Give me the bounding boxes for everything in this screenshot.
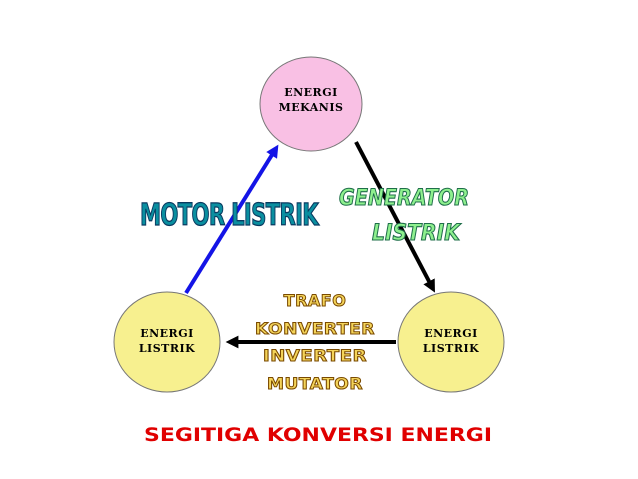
label-konverter: KONVERTER: [255, 319, 375, 338]
node-right-line1: ENERGI: [424, 327, 478, 340]
label-trafo: TRAFO: [284, 291, 347, 310]
node-circle-top: [259, 56, 363, 152]
label-generator-line2: LISTRIK: [372, 221, 462, 246]
node-left-line2: LISTRIK: [139, 342, 195, 355]
node-right-line2: LISTRIK: [423, 342, 479, 355]
node-top-line2: MEKANIS: [279, 101, 344, 114]
label-generator-line1: GENERATOR: [339, 186, 469, 211]
node-top-line1: ENERGI: [284, 86, 338, 99]
label-mutator: MUTATOR: [267, 374, 363, 393]
node-energi-listrik-left: ENERGI LISTRIK: [113, 291, 221, 393]
label-motor-listrik: MOTOR LISTRIK: [140, 198, 320, 233]
arrow-motor: [184, 144, 279, 295]
diagram-title: SEGITIGA KONVERSI ENERGI: [144, 424, 492, 446]
node-circle-right: [397, 291, 505, 393]
node-energi-listrik-right: ENERGI LISTRIK: [397, 291, 505, 393]
node-circle-left: [113, 291, 221, 393]
arrow-generator: [354, 141, 435, 293]
node-energi-mekanis: ENERGI MEKANIS: [259, 56, 363, 152]
label-inverter: INVERTER: [263, 346, 367, 365]
node-left-line1: ENERGI: [140, 327, 194, 340]
